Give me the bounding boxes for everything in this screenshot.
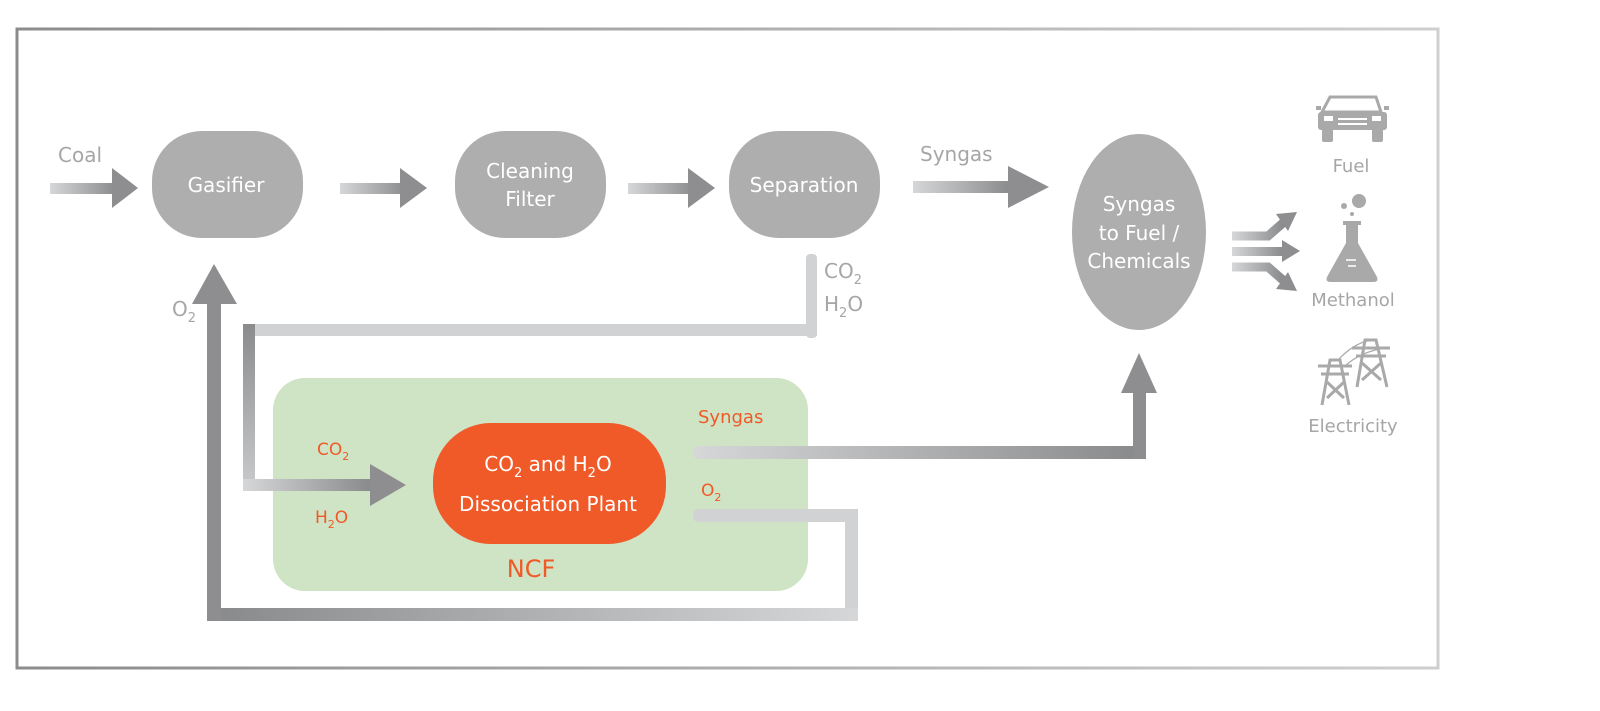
ncf-co2-input-label: CO2 bbox=[317, 440, 349, 463]
separation-label: Separation bbox=[750, 173, 859, 197]
methanol-label: Methanol bbox=[1311, 290, 1395, 311]
car-icon bbox=[1316, 95, 1389, 142]
power-tower-icon bbox=[1318, 338, 1390, 406]
flask-icon bbox=[1326, 194, 1378, 282]
plant-label-line2: Dissociation Plant bbox=[459, 492, 637, 516]
syngas-flow-label: Syngas bbox=[920, 142, 993, 166]
separation-h2o-label: H2O bbox=[824, 292, 863, 321]
fuel-label: Fuel bbox=[1333, 156, 1370, 177]
diagram-frame bbox=[15, 27, 1440, 670]
gasifier-node bbox=[152, 131, 303, 238]
plant-label-line1: CO2 and H2O bbox=[484, 452, 611, 481]
syngas-arrow bbox=[913, 166, 1049, 208]
gasifier-to-filter-arrow bbox=[340, 168, 427, 208]
syngas-to-fuel-label-1: Syngas bbox=[1103, 192, 1176, 216]
o2-input-label: O2 bbox=[172, 297, 196, 326]
separation-co2-label: CO2 bbox=[824, 259, 862, 288]
ncf-syngas-label: Syngas bbox=[698, 407, 763, 428]
gasifier-label: Gasifier bbox=[188, 173, 266, 197]
ncf-h2o-input-label: H2O bbox=[315, 508, 348, 531]
syngas-to-fuel-label-2: to Fuel / bbox=[1099, 221, 1180, 245]
cleaning-filter-label-2: Filter bbox=[505, 187, 555, 211]
ncf-syngas-line bbox=[693, 353, 1157, 459]
cleaning-filter-label-1: Cleaning bbox=[486, 159, 574, 183]
ncf-label: NCF bbox=[507, 555, 556, 583]
dissociation-plant-node bbox=[433, 423, 666, 544]
o2-return-line bbox=[192, 264, 858, 621]
separation-node bbox=[729, 131, 880, 238]
syngas-to-fuel-label-3: Chemicals bbox=[1087, 249, 1190, 273]
coal-arrow bbox=[50, 168, 138, 208]
co2-h2o-recycle-line bbox=[243, 254, 817, 506]
ncf-o2-label: O2 bbox=[701, 481, 721, 504]
syngas-to-fuel-node bbox=[1072, 134, 1206, 330]
coal-label: Coal bbox=[58, 143, 102, 167]
output-arrows bbox=[1232, 212, 1300, 291]
cleaning-filter-node bbox=[455, 131, 606, 238]
filter-to-separation-arrow bbox=[628, 168, 715, 208]
electricity-label: Electricity bbox=[1308, 416, 1398, 437]
